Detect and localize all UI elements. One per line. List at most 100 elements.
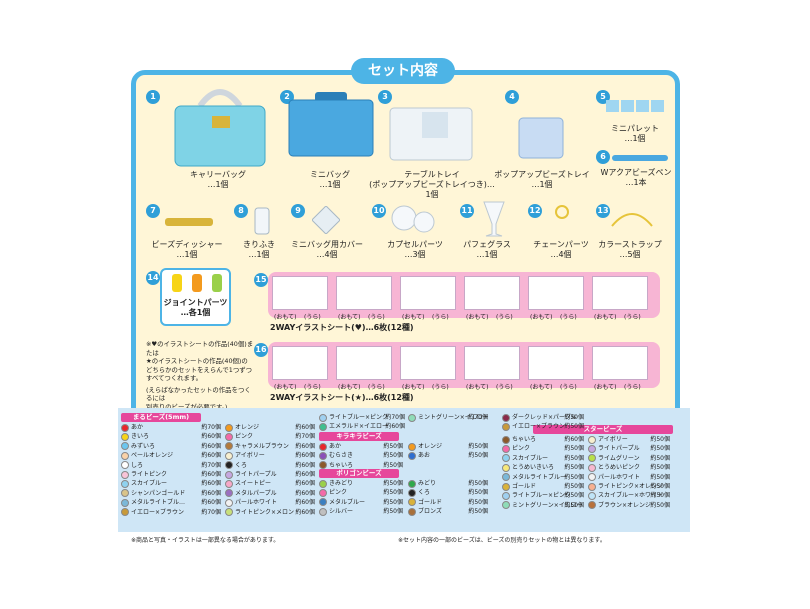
bead-color-dot bbox=[121, 498, 129, 507]
bead-row: きいろ約60個 bbox=[121, 432, 223, 441]
card-front-label: (おもて) bbox=[402, 314, 425, 321]
bead-row: みどり 約50個 bbox=[408, 479, 490, 488]
bead-color-dot bbox=[502, 444, 510, 453]
bead-name: しろ bbox=[131, 461, 144, 469]
bead-name: ペールオレンジ bbox=[131, 452, 174, 460]
bead-color-dot bbox=[502, 435, 510, 444]
bead-row: パールホワイト約50個 bbox=[588, 473, 672, 482]
bead-row: スカイブルー約60個 bbox=[121, 479, 223, 488]
bead-row: ミントグリーン×イエロー約50個 bbox=[502, 501, 586, 510]
bead-color-dot bbox=[121, 461, 129, 470]
bead-qty: 約50個 bbox=[650, 464, 670, 472]
bead-name: シルバー bbox=[329, 508, 354, 516]
mini-palette-image bbox=[606, 100, 664, 112]
chain-parts-image bbox=[555, 205, 569, 219]
star-sheet-card bbox=[400, 346, 456, 380]
bead-qty: 約50個 bbox=[468, 480, 488, 487]
heart-sheet-title: 2WAYイラストシート(♥)…6枚(12種) bbox=[270, 323, 414, 332]
bead-row: エメラルド×イエロー約60個 bbox=[319, 422, 407, 431]
parfait-glass-image bbox=[483, 201, 505, 237]
item-number: 1 bbox=[146, 90, 160, 104]
card-back-label: (うら) bbox=[624, 384, 641, 391]
carry-bag-image bbox=[174, 89, 266, 167]
bead-color-dot bbox=[121, 451, 129, 460]
bead-row: くろ約60個 bbox=[225, 461, 317, 470]
bead-qty: 約50個 bbox=[650, 436, 670, 443]
bead-qty: 約50個 bbox=[564, 423, 584, 431]
aqua-pen-image bbox=[612, 155, 668, 161]
bead-name: ミントグリーン×イエロー bbox=[418, 414, 489, 421]
bead-name: ピンク bbox=[235, 433, 254, 441]
bead-qty: 約50個 bbox=[564, 414, 584, 421]
bead-qty: 約60個 bbox=[295, 471, 315, 478]
bead-row: ライトピンク約60個 bbox=[121, 470, 223, 479]
bead-row: メタルブルー約50個 bbox=[319, 498, 405, 507]
bead-name: ピンク bbox=[512, 445, 531, 453]
bead-name: キャラメルブラウン bbox=[235, 442, 289, 450]
bead-name: みどり bbox=[418, 480, 437, 487]
bead-name: シャンパンゴールド bbox=[131, 489, 186, 497]
card-back-label: (うら) bbox=[432, 384, 449, 391]
bead-row: メタルライトブル…約60個 bbox=[121, 498, 223, 507]
bead-row: ライムグリーン約50個 bbox=[588, 454, 672, 463]
capsule-parts-label: カプセルパーツ…3個 bbox=[387, 240, 443, 259]
bag-cover-image bbox=[312, 206, 340, 234]
mini-bag-label: ミニバッグ…1個 bbox=[310, 170, 350, 189]
color-strap-image bbox=[611, 213, 653, 227]
bead-qty: 約60個 bbox=[201, 499, 221, 507]
item-number: 7 bbox=[146, 204, 160, 218]
maru-beads-header: まるビーズ(5mm) bbox=[121, 413, 201, 422]
item-number: 14 bbox=[146, 271, 160, 285]
bead-row: ライトブルー×ピンク約50個 bbox=[502, 491, 586, 500]
bead-name: スカイブルー bbox=[512, 454, 549, 462]
bead-name: イエロー×ブラウン bbox=[131, 508, 184, 516]
bead-row: ライトピンク×メロン約60個 bbox=[225, 508, 317, 517]
card-back-label: (うら) bbox=[432, 314, 449, 321]
heart-sheet-card bbox=[464, 276, 520, 310]
bead-color-dot bbox=[319, 479, 327, 488]
bead-qty: 約50個 bbox=[650, 473, 670, 481]
bead-name: ブロンズ bbox=[418, 508, 442, 516]
bead-name: ゴールド bbox=[512, 483, 537, 490]
bead-qty: 約50個 bbox=[468, 498, 488, 506]
item-number: 4 bbox=[505, 90, 519, 104]
star-sheet-title: 2WAYイラストシート(★)…6枚(12種) bbox=[270, 393, 414, 402]
card-front-label: (おもて) bbox=[338, 384, 361, 391]
bead-name: ライトブルー×ピンク bbox=[329, 414, 389, 421]
card-back-label: (うら) bbox=[496, 314, 513, 321]
heart-sheet-card bbox=[400, 276, 456, 310]
bead-name: むらさき bbox=[329, 452, 354, 460]
bead-row: ペールオレンジ約60個 bbox=[121, 451, 223, 460]
aqua-pen-label: Wアクアビーズペン…1本 bbox=[600, 168, 672, 187]
bead-name: きいろ bbox=[131, 433, 150, 441]
bead-name: ライトパープル bbox=[598, 445, 640, 453]
bead-qty: 約50個 bbox=[564, 454, 584, 462]
bead-row: むらさき約50個 bbox=[319, 451, 405, 460]
bead-qty: 約60個 bbox=[385, 423, 405, 431]
bead-color-dot bbox=[121, 470, 129, 479]
bead-name: くろ bbox=[235, 461, 248, 469]
bead-name: ライトブルー×ピンク bbox=[512, 492, 572, 500]
bead-row: ライトブルー×ピンク約70個 bbox=[319, 413, 407, 422]
bead-disher-label: ビーズディッシャー…1個 bbox=[151, 240, 223, 259]
bead-row: アイボリー約60個 bbox=[225, 451, 317, 460]
bead-name: きみどり bbox=[329, 480, 354, 487]
bead-qty: 約50個 bbox=[468, 508, 488, 516]
bead-qty: 約50個 bbox=[564, 445, 584, 453]
bead-name: ちゃいろ bbox=[329, 461, 354, 469]
bead-row: アイボリー約50個 bbox=[588, 435, 672, 444]
bead-color-dot bbox=[225, 461, 233, 470]
bead-row: ブラウン×オレンジ約50個 bbox=[588, 501, 672, 510]
bead-color-dot bbox=[319, 488, 327, 497]
card-front-label: (おもて) bbox=[530, 384, 553, 391]
mini-palette-label: ミニパレット…1個 bbox=[611, 124, 659, 143]
bead-color-dot bbox=[588, 501, 596, 510]
bead-color-dot bbox=[502, 463, 510, 472]
star-sheet-card bbox=[592, 346, 648, 380]
bead-row: ミントグリーン×イエロー約70個 bbox=[408, 413, 490, 422]
bead-name: あお bbox=[418, 452, 431, 460]
item-number: 15 bbox=[254, 273, 268, 287]
bead-color-dot bbox=[502, 422, 510, 431]
item-number: 10 bbox=[372, 204, 386, 218]
polygon-beads-header: ポリゴンビーズ bbox=[319, 469, 399, 478]
